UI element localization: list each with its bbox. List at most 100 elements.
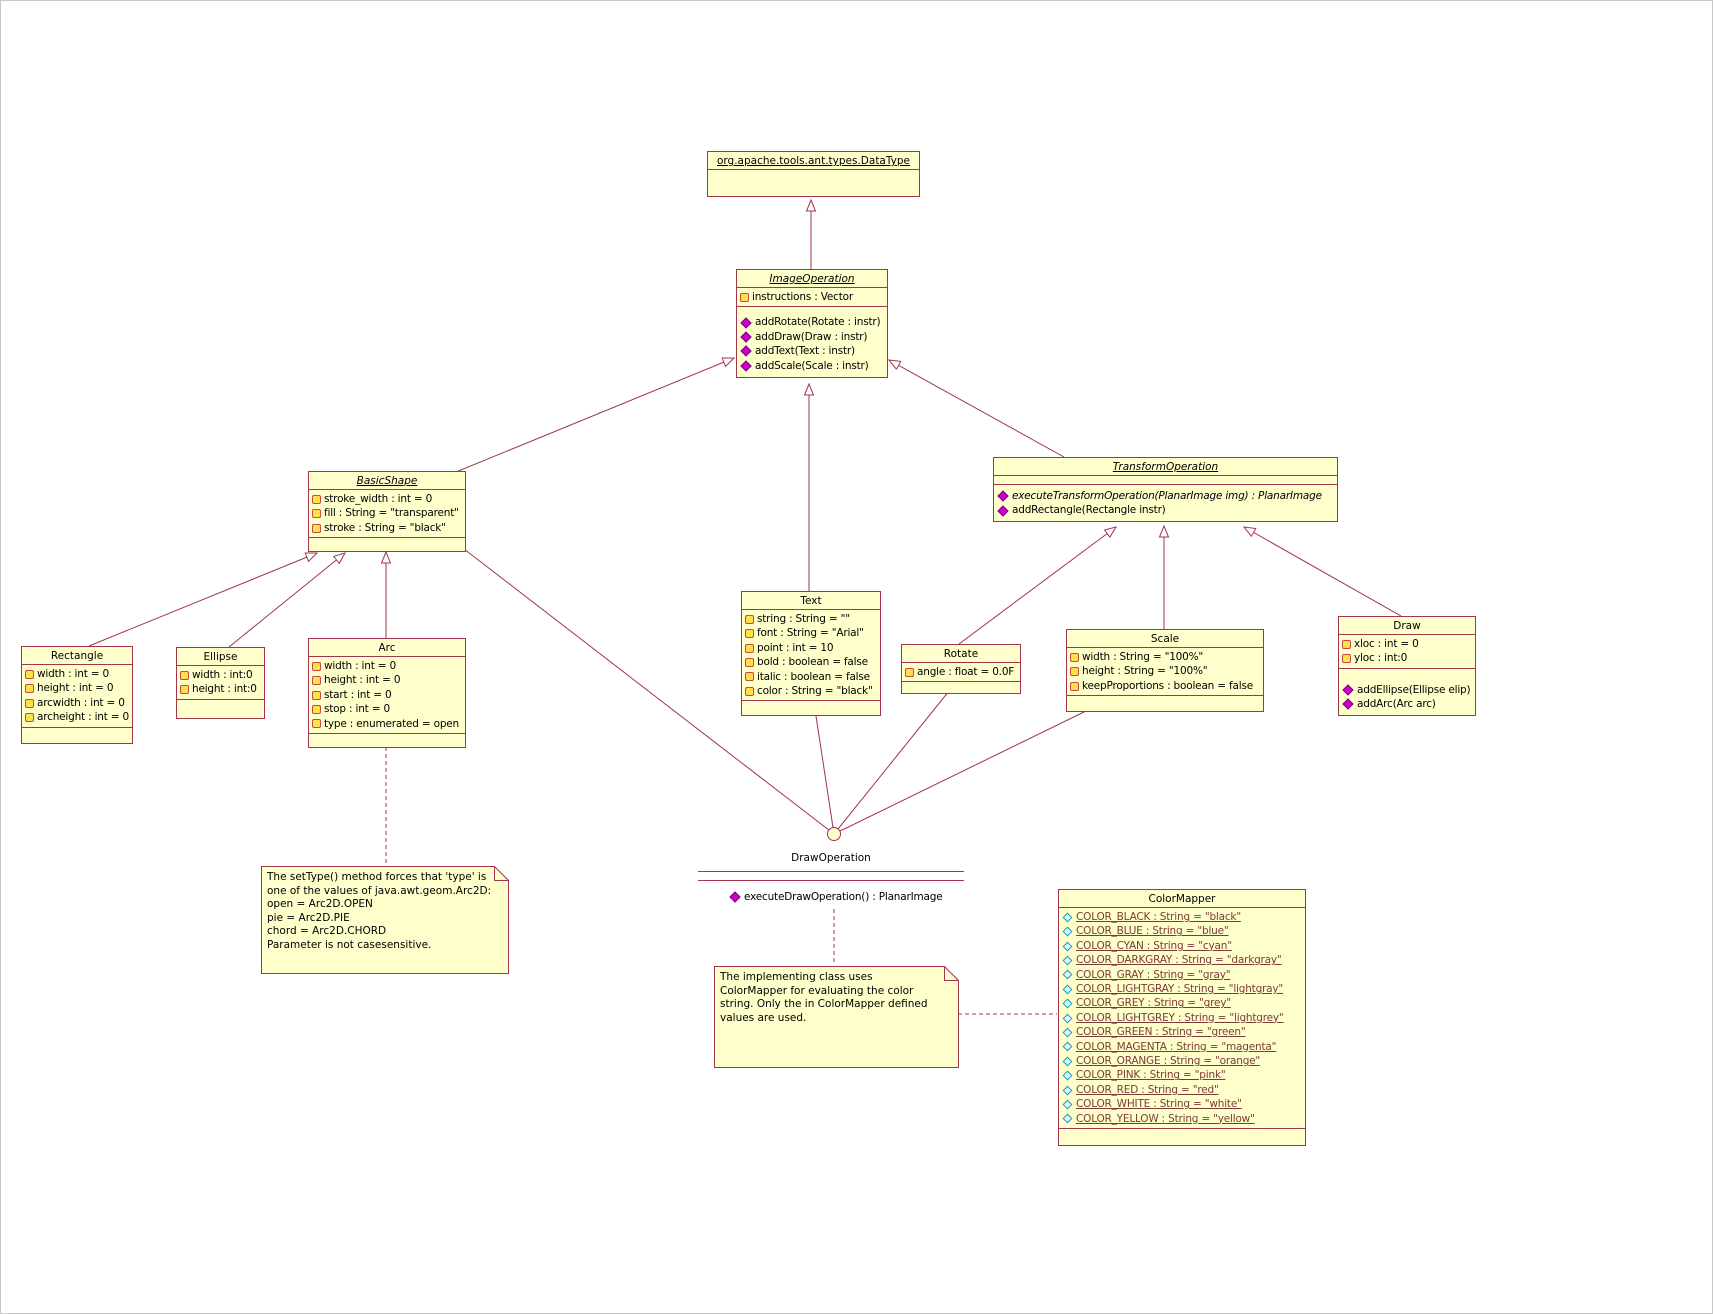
attribute-text: COLOR_MAGENTA : String = "magenta" (1076, 1040, 1277, 1053)
method-icon (740, 360, 752, 372)
empty-compartment (742, 700, 880, 715)
edge-text-to-drawoperation (815, 715, 835, 835)
attribute-row: font : String = "Arial" (745, 626, 878, 640)
attribute-text: archeight : int = 0 (37, 711, 130, 724)
attribute-row: arcwidth : int = 0 (25, 696, 130, 710)
class-rectangle: Rectangle width : int = 0 height : int =… (21, 646, 133, 744)
static-attribute-icon (1062, 1113, 1073, 1124)
method-row: addText(Text : instr) (740, 344, 885, 358)
attribute-icon (25, 669, 34, 679)
class-arc: Arc width : int = 0 height : int = 0 sta… (308, 638, 466, 749)
edge-scale-to-drawoperation (833, 710, 1087, 835)
attributes-compartment: width : String = "100%" height : String … (1067, 647, 1263, 695)
static-attribute-row: COLOR_PINK : String = "pink" (1062, 1068, 1303, 1082)
attribute-text: font : String = "Arial" (757, 627, 864, 640)
attribute-icon (312, 704, 321, 714)
class-text: Text string : String = "" font : String … (741, 591, 881, 717)
attribute-row: archeight : int = 0 (25, 710, 130, 724)
attribute-icon (312, 719, 321, 729)
static-attribute-row: COLOR_BLACK : String = "black" (1062, 910, 1303, 924)
attribute-icon (745, 614, 754, 624)
attribute-icon (1070, 681, 1079, 691)
attribute-icon (1070, 667, 1079, 677)
attribute-text: type : enumerated = open (324, 717, 459, 730)
attribute-text: COLOR_DARKGRAY : String = "darkgray" (1076, 954, 1282, 967)
method-text: executeDrawOperation() : PlanarImage (744, 891, 943, 903)
attribute-row: width : String = "100%" (1070, 650, 1261, 664)
attribute-text: height : int = 0 (324, 674, 401, 687)
static-attribute-row: COLOR_YELLOW : String = "yellow" (1062, 1112, 1303, 1126)
attribute-text: xloc : int = 0 (1354, 638, 1419, 650)
attribute-text: COLOR_GRAY : String = "gray" (1076, 968, 1231, 981)
attributes-compartment: width : int = 0 height : int = 0 start :… (309, 656, 465, 733)
edge-draw-to-transformoperation (1244, 527, 1402, 617)
empty-compartment (1067, 695, 1263, 711)
interface-separator (698, 880, 964, 881)
attribute-row: stroke : String = "black" (312, 521, 463, 535)
class-title: Draw (1393, 620, 1421, 632)
method-row: executeDrawOperation() : PlanarImage (729, 890, 964, 904)
attribute-text: point : int = 10 (757, 641, 834, 654)
attribute-icon (905, 667, 914, 677)
method-icon (740, 331, 752, 343)
attribute-text: instructions : Vector (752, 291, 853, 303)
attribute-row: width : int = 0 (25, 667, 130, 681)
attribute-row: height : int = 0 (25, 681, 130, 695)
static-attribute-row: COLOR_MAGENTA : String = "magenta" (1062, 1040, 1303, 1054)
attribute-icon (180, 685, 189, 695)
empty-compartment (177, 698, 264, 718)
attribute-icon (745, 629, 754, 639)
static-attribute-row: COLOR_ORANGE : String = "orange" (1062, 1054, 1303, 1068)
attribute-text: COLOR_ORANGE : String = "orange" (1076, 1055, 1261, 1068)
method-row: addRotate(Rotate : instr) (740, 315, 885, 329)
attribute-row: yloc : int:0 (1342, 651, 1473, 665)
attribute-row: string : String = "" (745, 612, 878, 626)
attribute-icon (312, 509, 321, 519)
interface-separator (698, 871, 964, 872)
attribute-text: height : String = "100%" (1082, 665, 1208, 678)
class-basicshape: BasicShape stroke_width : int = 0 fill :… (308, 471, 466, 553)
attribute-text: height : int = 0 (37, 682, 114, 695)
empty-compartment (1059, 1128, 1305, 1145)
attributes-compartment: COLOR_BLACK : String = "black" COLOR_BLU… (1059, 907, 1305, 1128)
attribute-row: stop : int = 0 (312, 702, 463, 716)
note-line: chord = Arc2D.CHORD (267, 925, 387, 937)
edge-ellipse-to-basicshape (228, 553, 345, 648)
note-line: ColorMapper for evaluating the color (720, 984, 914, 997)
attribute-row: start : int = 0 (312, 688, 463, 702)
class-datatype: org.apache.tools.ant.types.DataType (707, 151, 920, 197)
interface-lollipop-circle (827, 827, 841, 841)
attribute-icon (1342, 654, 1351, 664)
class-scale: Scale width : String = "100%" height : S… (1066, 629, 1264, 713)
note-fold-icon (494, 866, 509, 881)
methods-compartment: addEllipse(Ellipse elip) addArc(Arc arc) (1339, 667, 1475, 715)
attribute-row: instructions : Vector (740, 290, 885, 304)
method-text: addRectangle(Rectangle instr) (1012, 504, 1166, 517)
attribute-text: string : String = "" (757, 613, 850, 625)
attribute-text: arcwidth : int = 0 (37, 696, 125, 709)
note-line: string. Only the in ColorMapper defined (720, 998, 928, 1010)
empty-compartment (902, 681, 1020, 693)
method-text: addDraw(Draw : instr) (755, 330, 868, 343)
attribute-text: COLOR_BLUE : String = "blue" (1076, 925, 1229, 938)
class-title: BasicShape (356, 475, 418, 487)
attribute-row: color : String = "black" (745, 684, 878, 698)
static-attribute-icon (1062, 1070, 1073, 1081)
attributes-compartment: instructions : Vector (737, 287, 887, 306)
class-title: org.apache.tools.ant.types.DataType (716, 155, 910, 167)
attribute-text: COLOR_GREEN : String = "green" (1076, 1026, 1246, 1039)
attribute-icon (312, 676, 321, 686)
static-attribute-row: COLOR_WHITE : String = "white" (1062, 1097, 1303, 1111)
method-icon (1342, 698, 1354, 711)
attributes-compartment: stroke_width : int = 0 fill : String = "… (309, 489, 465, 537)
attribute-icon (1342, 639, 1351, 649)
static-attribute-icon (1062, 941, 1073, 951)
attribute-text: width : int = 0 (324, 660, 396, 672)
note-fold-icon (944, 966, 959, 981)
static-attribute-icon (1062, 912, 1073, 923)
attribute-text: keepProportions : boolean = false (1082, 679, 1253, 692)
attribute-icon (25, 684, 34, 694)
static-attribute-icon (1062, 998, 1073, 1009)
class-title: Rectangle (50, 650, 104, 662)
